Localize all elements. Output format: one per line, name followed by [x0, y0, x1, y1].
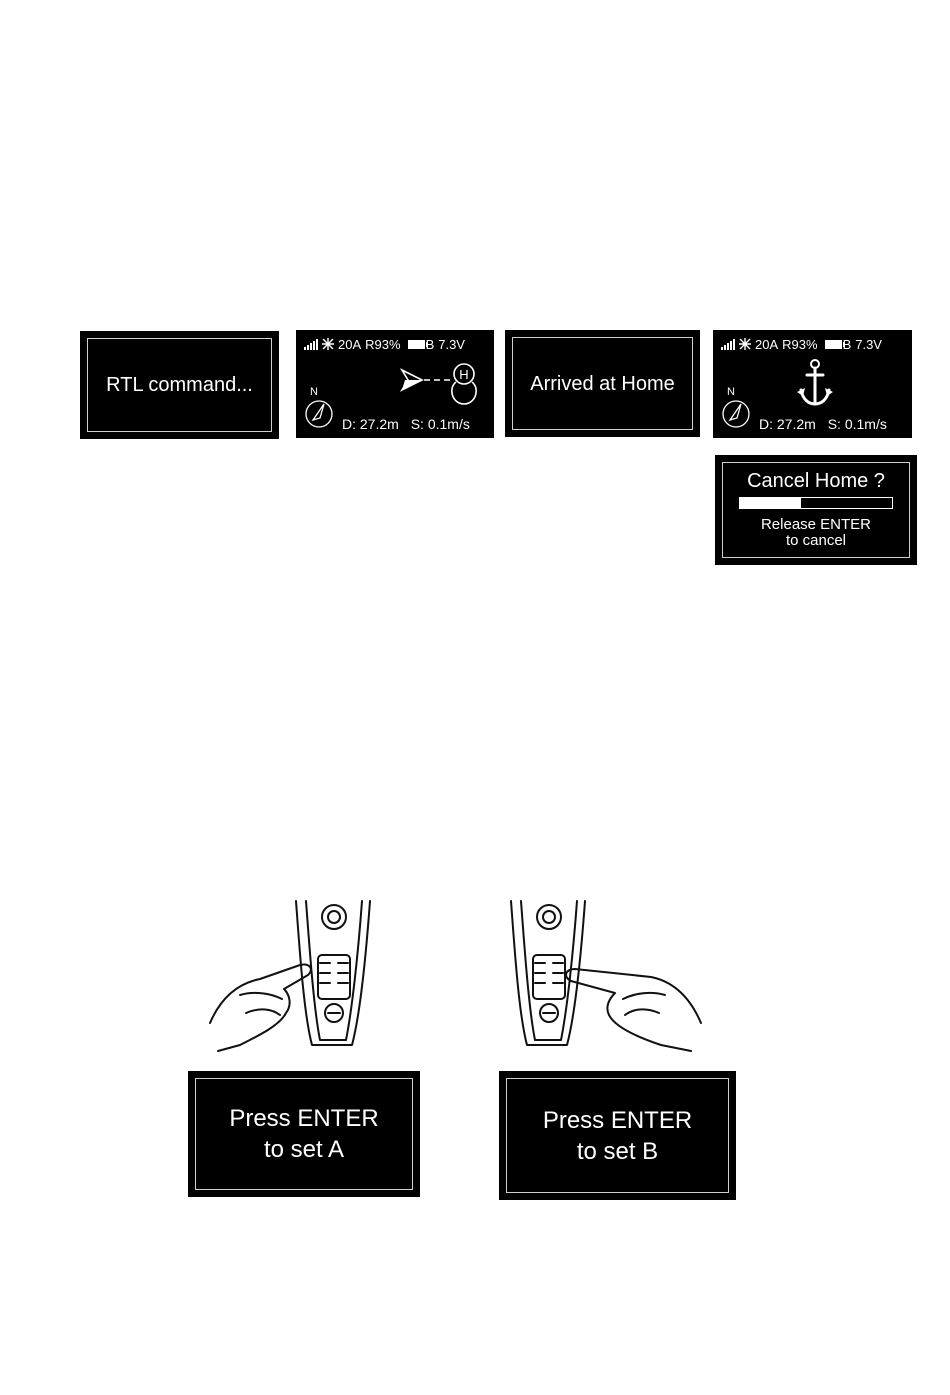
arrived-text: Arrived at Home	[530, 372, 675, 396]
cancel-line-2: to cancel	[786, 533, 846, 549]
screen-frame: Cancel Home ? Release ENTER to cancel	[722, 462, 910, 558]
voltage-value: 7.3V	[438, 337, 465, 352]
signal-bars-icon	[304, 339, 318, 350]
compass-icon	[304, 390, 334, 430]
boat-arrow-icon	[400, 368, 424, 392]
navigation-screen: 20A R93% B 7.3V H N D: 27.2m S: 0.1m/s	[296, 330, 494, 438]
signal-value: R93%	[365, 337, 400, 352]
voltage-value: 7.3V	[855, 337, 882, 352]
anchor-screen: 20A R93% B 7.3V N D: 27.2m S: 0.1m/s	[713, 330, 912, 438]
cancel-progress-bar	[739, 497, 893, 509]
signal-value: R93%	[782, 337, 817, 352]
satellite-icon	[321, 337, 335, 351]
rtl-command-screen: RTL command...	[80, 331, 279, 439]
anchor-icon	[797, 358, 833, 408]
set-b-screen: Press ENTER to set B	[499, 1071, 736, 1200]
compass-north-label: N	[310, 386, 318, 398]
set-a-line-2: to set A	[264, 1134, 344, 1165]
set-b-line-1: Press ENTER	[543, 1105, 692, 1136]
set-b-line-2: to set B	[577, 1136, 658, 1167]
cancel-home-screen: Cancel Home ? Release ENTER to cancel	[715, 455, 917, 565]
remote-hand-right-illustration	[505, 895, 715, 1055]
compass-icon	[721, 390, 751, 430]
screen-frame: Press ENTER to set B	[506, 1078, 729, 1193]
distance-value: D: 27.2m	[342, 416, 399, 432]
battery-icon	[408, 340, 425, 349]
satellite-icon	[738, 337, 752, 351]
set-a-line-1: Press ENTER	[229, 1103, 378, 1134]
speed-value: S: 0.1m/s	[828, 416, 887, 432]
set-a-screen: Press ENTER to set A	[188, 1071, 420, 1197]
cancel-line-1: Release ENTER	[761, 517, 871, 533]
rtl-command-text: RTL command...	[106, 373, 253, 397]
screen-frame: Arrived at Home	[512, 337, 693, 430]
distance-value: D: 27.2m	[759, 416, 816, 432]
signal-bars-icon	[721, 339, 735, 350]
nav-readout: D: 27.2m S: 0.1m/s	[342, 416, 488, 432]
anchor-readout: D: 27.2m S: 0.1m/s	[759, 416, 906, 432]
cancel-home-title: Cancel Home ?	[747, 469, 885, 493]
compass-north-label: N	[727, 386, 735, 398]
current-value: 20A	[755, 337, 778, 352]
home-marker-label: H	[457, 367, 471, 382]
battery-icon	[825, 340, 842, 349]
status-bar: 20A R93% B 7.3V	[721, 336, 906, 352]
arrived-screen: Arrived at Home	[505, 330, 700, 437]
screen-frame: Press ENTER to set A	[195, 1078, 413, 1190]
remote-hand-left-illustration	[200, 895, 410, 1055]
cancel-progress-fill	[740, 498, 801, 508]
current-value: 20A	[338, 337, 361, 352]
screen-frame: RTL command...	[87, 338, 272, 432]
speed-value: S: 0.1m/s	[411, 416, 470, 432]
status-bar: 20A R93% B 7.3V	[304, 336, 488, 352]
